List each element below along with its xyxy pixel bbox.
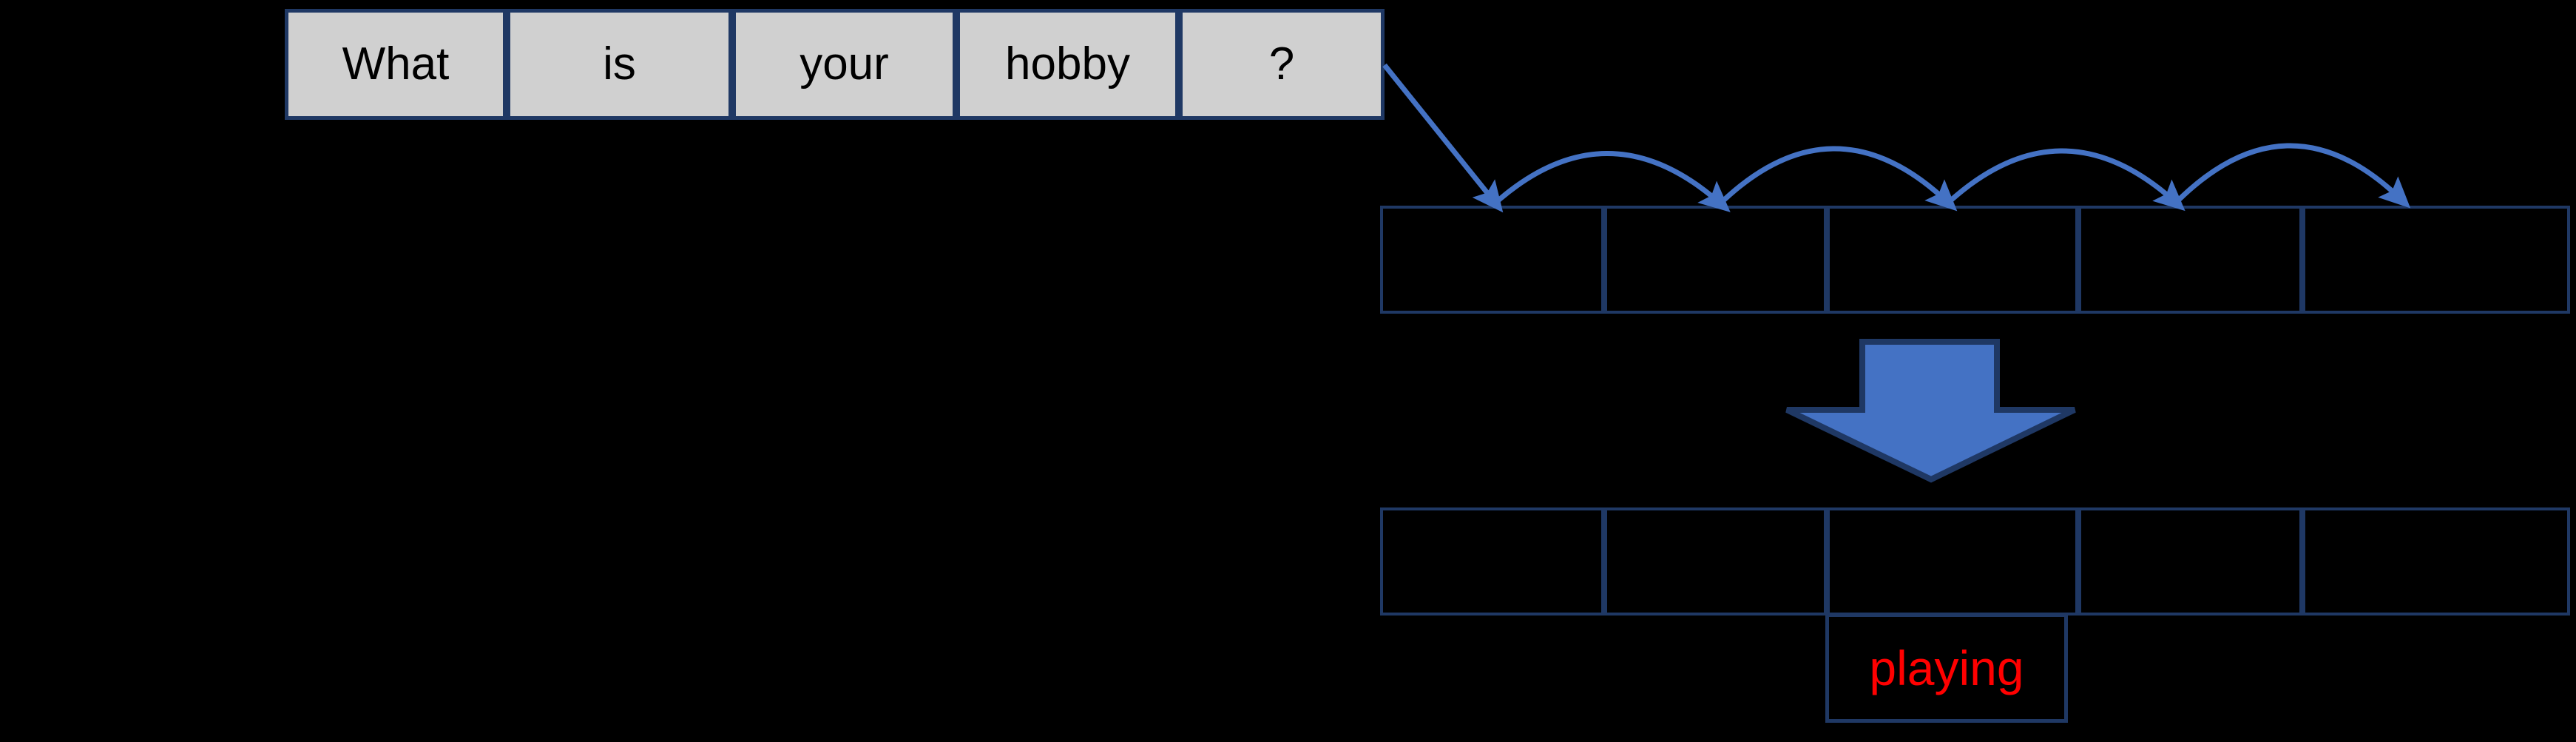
input-cell-label: your [799,38,889,90]
input-cell-label: hobby [1005,38,1130,90]
hidden-state-cell-5[interactable] [2302,206,2570,314]
output-token-label: playing [1869,641,2024,695]
output-state-cell-1[interactable] [1380,507,1604,615]
hidden-state-cell-3[interactable] [1827,206,2078,314]
output-state-cell-3[interactable] [1827,507,2078,615]
hidden-state-cell-2[interactable] [1604,206,1827,314]
input-to-state-arrow [1382,63,1504,213]
output-token-cell[interactable]: playing [1825,613,2068,723]
input-cell-question-mark[interactable]: ? [1179,9,1385,120]
output-state-cell-2[interactable] [1604,507,1827,615]
recurrent-arc-1-icon [1492,151,1731,212]
output-state-cell-4[interactable] [2078,507,2302,615]
input-cell-label: What [342,38,450,90]
input-cell-label: is [603,38,636,90]
hidden-state-cell-4[interactable] [2078,206,2302,314]
hidden-state-cell-1[interactable] [1380,206,1604,314]
recurrent-arc-3-icon [1944,148,2185,212]
output-state-cell-5[interactable] [2302,507,2570,615]
input-cell-is[interactable]: is [507,9,732,120]
input-cell-what[interactable]: What [285,9,507,120]
input-cell-label: ? [1268,38,1295,90]
input-cell-your[interactable]: your [732,9,956,120]
down-block-arrow-icon [1785,339,2076,483]
recurrent-arc-2-icon [1717,146,1958,212]
input-cell-hobby[interactable]: hobby [956,9,1179,120]
recurrent-arc-4-icon [2172,143,2411,209]
